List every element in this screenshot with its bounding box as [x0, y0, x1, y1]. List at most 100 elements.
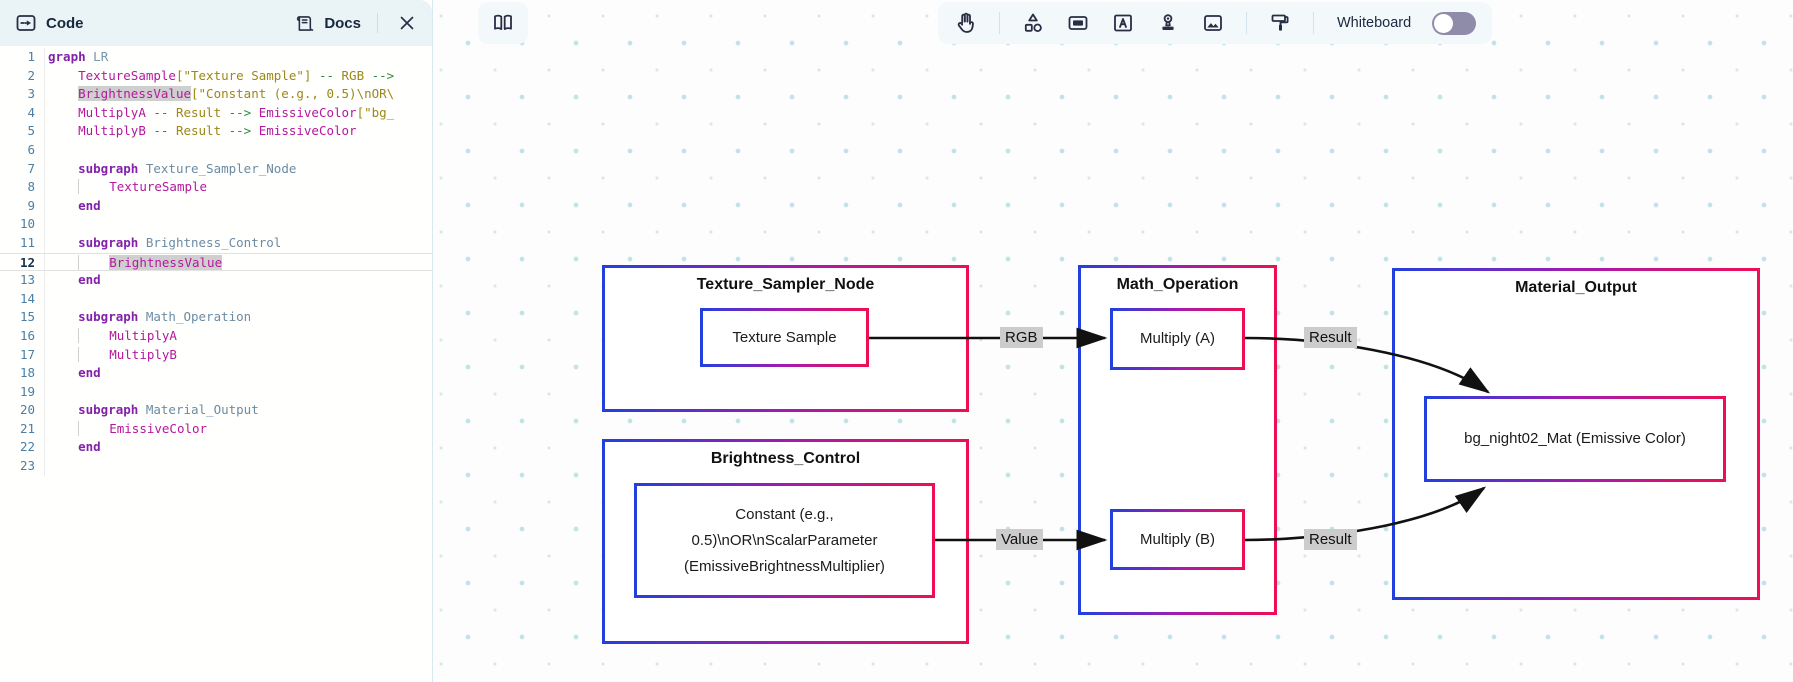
line-number: 1 [0, 48, 45, 67]
paint-roller-icon [1271, 14, 1289, 31]
node-label: bg_night02_Mat (Emissive Color) [1464, 430, 1686, 447]
code-line[interactable]: 20 subgraph Material_Output [0, 401, 432, 420]
code-panel-icon [16, 15, 36, 31]
line-content [45, 290, 48, 309]
whiteboard-label: Whiteboard [1337, 15, 1412, 31]
line-content: subgraph Math_Operation [78, 309, 252, 325]
line-number: 3 [0, 85, 45, 104]
line-number: 18 [0, 364, 45, 383]
line-content: EmissiveColor [45, 420, 207, 439]
node-label: Multiply (B) [1139, 530, 1215, 548]
code-line[interactable]: 17 MultiplyB [0, 345, 432, 365]
line-number: 13 [0, 271, 45, 290]
code-panel-header: Code Docs [0, 0, 432, 46]
node-multiply-b: Multiply (B) [1110, 509, 1245, 570]
edge-label-value: Value [996, 529, 1044, 550]
subgraph-title: Math_Operation [1116, 276, 1239, 293]
line-number: 5 [0, 122, 45, 141]
code-tab-label: Code [46, 14, 84, 32]
line-content: TextureSample["Texture Sample"] -- RGB -… [78, 67, 395, 83]
code-line[interactable]: 5 MultiplyB -- Result --> EmissiveColor [0, 122, 432, 141]
frame-button[interactable] [1066, 11, 1090, 35]
code-line[interactable]: 10 [0, 215, 432, 234]
close-icon [400, 16, 414, 30]
node-brightness-value: Constant (e.g., 0.5)\nOR\nScalarParamete… [634, 483, 935, 598]
shapes-button[interactable] [1021, 11, 1045, 35]
code-line[interactable]: 14 [0, 289, 432, 309]
line-content: BrightnessValue [45, 254, 223, 271]
open-docs-panel-button[interactable] [478, 2, 528, 44]
edge-label-rgb: RGB [1000, 327, 1043, 348]
code-line[interactable]: 7 subgraph Texture_Sampler_Node [0, 159, 432, 179]
stamp-button[interactable] [1156, 11, 1180, 35]
code-line[interactable]: 8 TextureSample [0, 178, 432, 197]
line-number: 11 [0, 233, 45, 253]
line-content: MultiplyA [45, 327, 177, 346]
line-content [45, 383, 48, 402]
code-line[interactable]: 9 end [0, 196, 432, 216]
header-divider [377, 13, 378, 33]
line-number: 21 [0, 419, 45, 439]
line-content: graph LR [48, 49, 109, 64]
code-line[interactable]: 13 end [0, 271, 432, 290]
line-number: 8 [0, 178, 45, 197]
pan-hand-icon [957, 12, 974, 33]
line-number: 19 [0, 382, 45, 402]
code-line[interactable]: 6 [0, 140, 432, 160]
paint-roller-button[interactable] [1268, 11, 1292, 35]
docs-button[interactable]: Docs [295, 13, 361, 34]
node-label: Multiply (A) [1139, 330, 1215, 347]
code-line[interactable]: 23 [0, 457, 432, 476]
line-number: 9 [0, 196, 45, 216]
code-line[interactable]: 16 MultiplyA [0, 326, 432, 346]
image-button[interactable] [1201, 11, 1225, 35]
toggle-knob [1434, 13, 1454, 33]
line-content: end [78, 272, 101, 288]
toolbar-divider [999, 12, 1000, 34]
line-number: 12 [0, 253, 45, 271]
line-content [45, 141, 48, 160]
edge-label-result-b: Result [1304, 529, 1357, 550]
code-line[interactable]: 19 [0, 382, 432, 402]
code-line[interactable]: 22 end [0, 438, 432, 458]
line-number: 23 [0, 457, 45, 476]
line-content: MultiplyA -- Result --> EmissiveColor["b… [78, 104, 395, 120]
code-line[interactable]: 12 BrightnessValue [0, 252, 432, 272]
line-content: end [78, 365, 101, 381]
code-tab[interactable]: Code [14, 11, 84, 35]
line-number: 22 [0, 438, 45, 458]
line-content: subgraph Texture_Sampler_Node [78, 160, 297, 176]
code-line[interactable]: 4 MultiplyA -- Result --> EmissiveColor[… [0, 103, 432, 123]
line-content: TextureSample [45, 178, 207, 197]
line-number: 10 [0, 215, 45, 234]
node-texture-sample: Texture Sample [700, 308, 869, 367]
stamp-icon [1162, 14, 1174, 30]
code-line[interactable]: 2 TextureSample["Texture Sample"] -- RGB… [0, 66, 432, 86]
code-line[interactable]: 3 BrightnessValue["Constant (e.g., 0.5)\… [0, 85, 432, 104]
whiteboard-toggle[interactable] [1432, 11, 1477, 35]
line-content [45, 457, 48, 476]
close-panel-button[interactable] [394, 10, 420, 36]
code-line[interactable]: 15 subgraph Math_Operation [0, 308, 432, 327]
toolbar-divider [1313, 12, 1314, 34]
pan-hand-button[interactable] [954, 11, 978, 35]
line-content: subgraph Material_Output [78, 402, 259, 418]
code-line[interactable]: 18 end [0, 364, 432, 383]
line-number: 17 [0, 345, 45, 365]
line-number: 16 [0, 326, 45, 346]
line-number: 7 [0, 159, 45, 179]
whiteboard-toolbar: Whiteboard [938, 2, 1493, 44]
line-content: end [78, 197, 101, 213]
code-line[interactable]: 11 subgraph Brightness_Control [0, 233, 432, 253]
code-line[interactable]: 21 EmissiveColor [0, 419, 432, 439]
line-number: 2 [0, 66, 45, 86]
text-button[interactable] [1111, 11, 1135, 35]
line-number: 20 [0, 401, 45, 420]
line-content: MultiplyB [45, 346, 177, 365]
shapes-icon [1024, 13, 1042, 32]
line-number: 4 [0, 103, 45, 123]
line-content: end [78, 439, 101, 455]
